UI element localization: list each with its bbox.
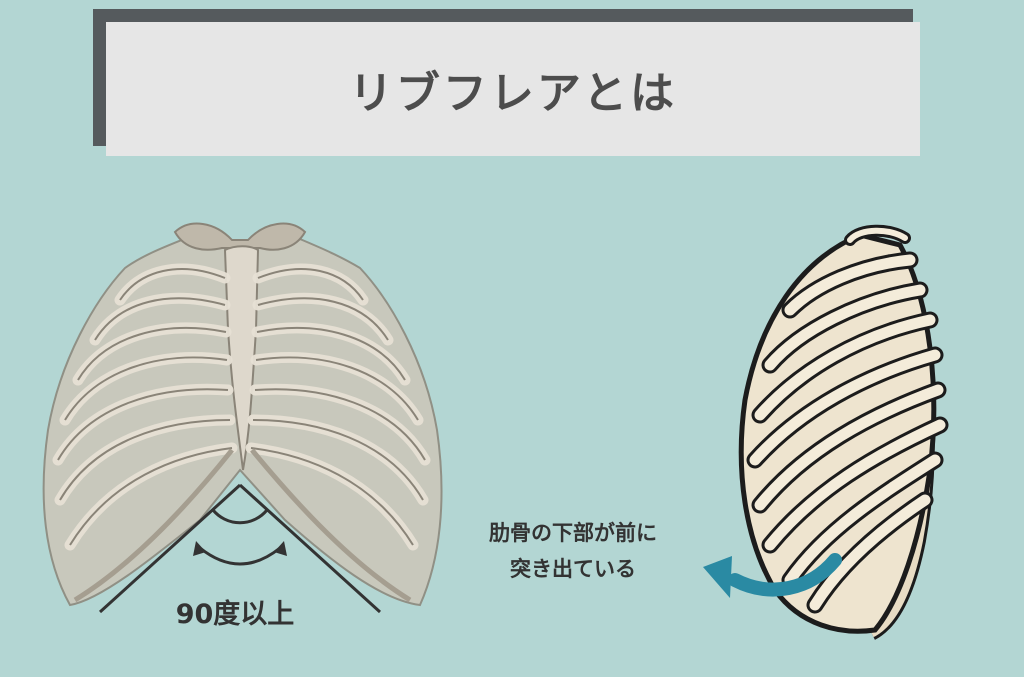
callout-text: 肋骨の下部が前に 突き出ている: [438, 515, 708, 587]
forward-arrow: [703, 553, 842, 598]
front-ribcage-illustration: [42, 222, 443, 607]
side-ribcage-illustration: [738, 224, 949, 640]
angle-label: 90度以上: [175, 599, 295, 630]
angle-arc-arrow: [193, 541, 287, 566]
callout-line-2: 突き出ている: [510, 557, 636, 581]
title-banner: リブフレアとは: [106, 22, 920, 156]
angle-indicator: [98, 483, 382, 614]
page-title: リブフレアとは: [348, 68, 678, 119]
callout-line-1: 肋骨の下部が前に: [489, 521, 657, 545]
